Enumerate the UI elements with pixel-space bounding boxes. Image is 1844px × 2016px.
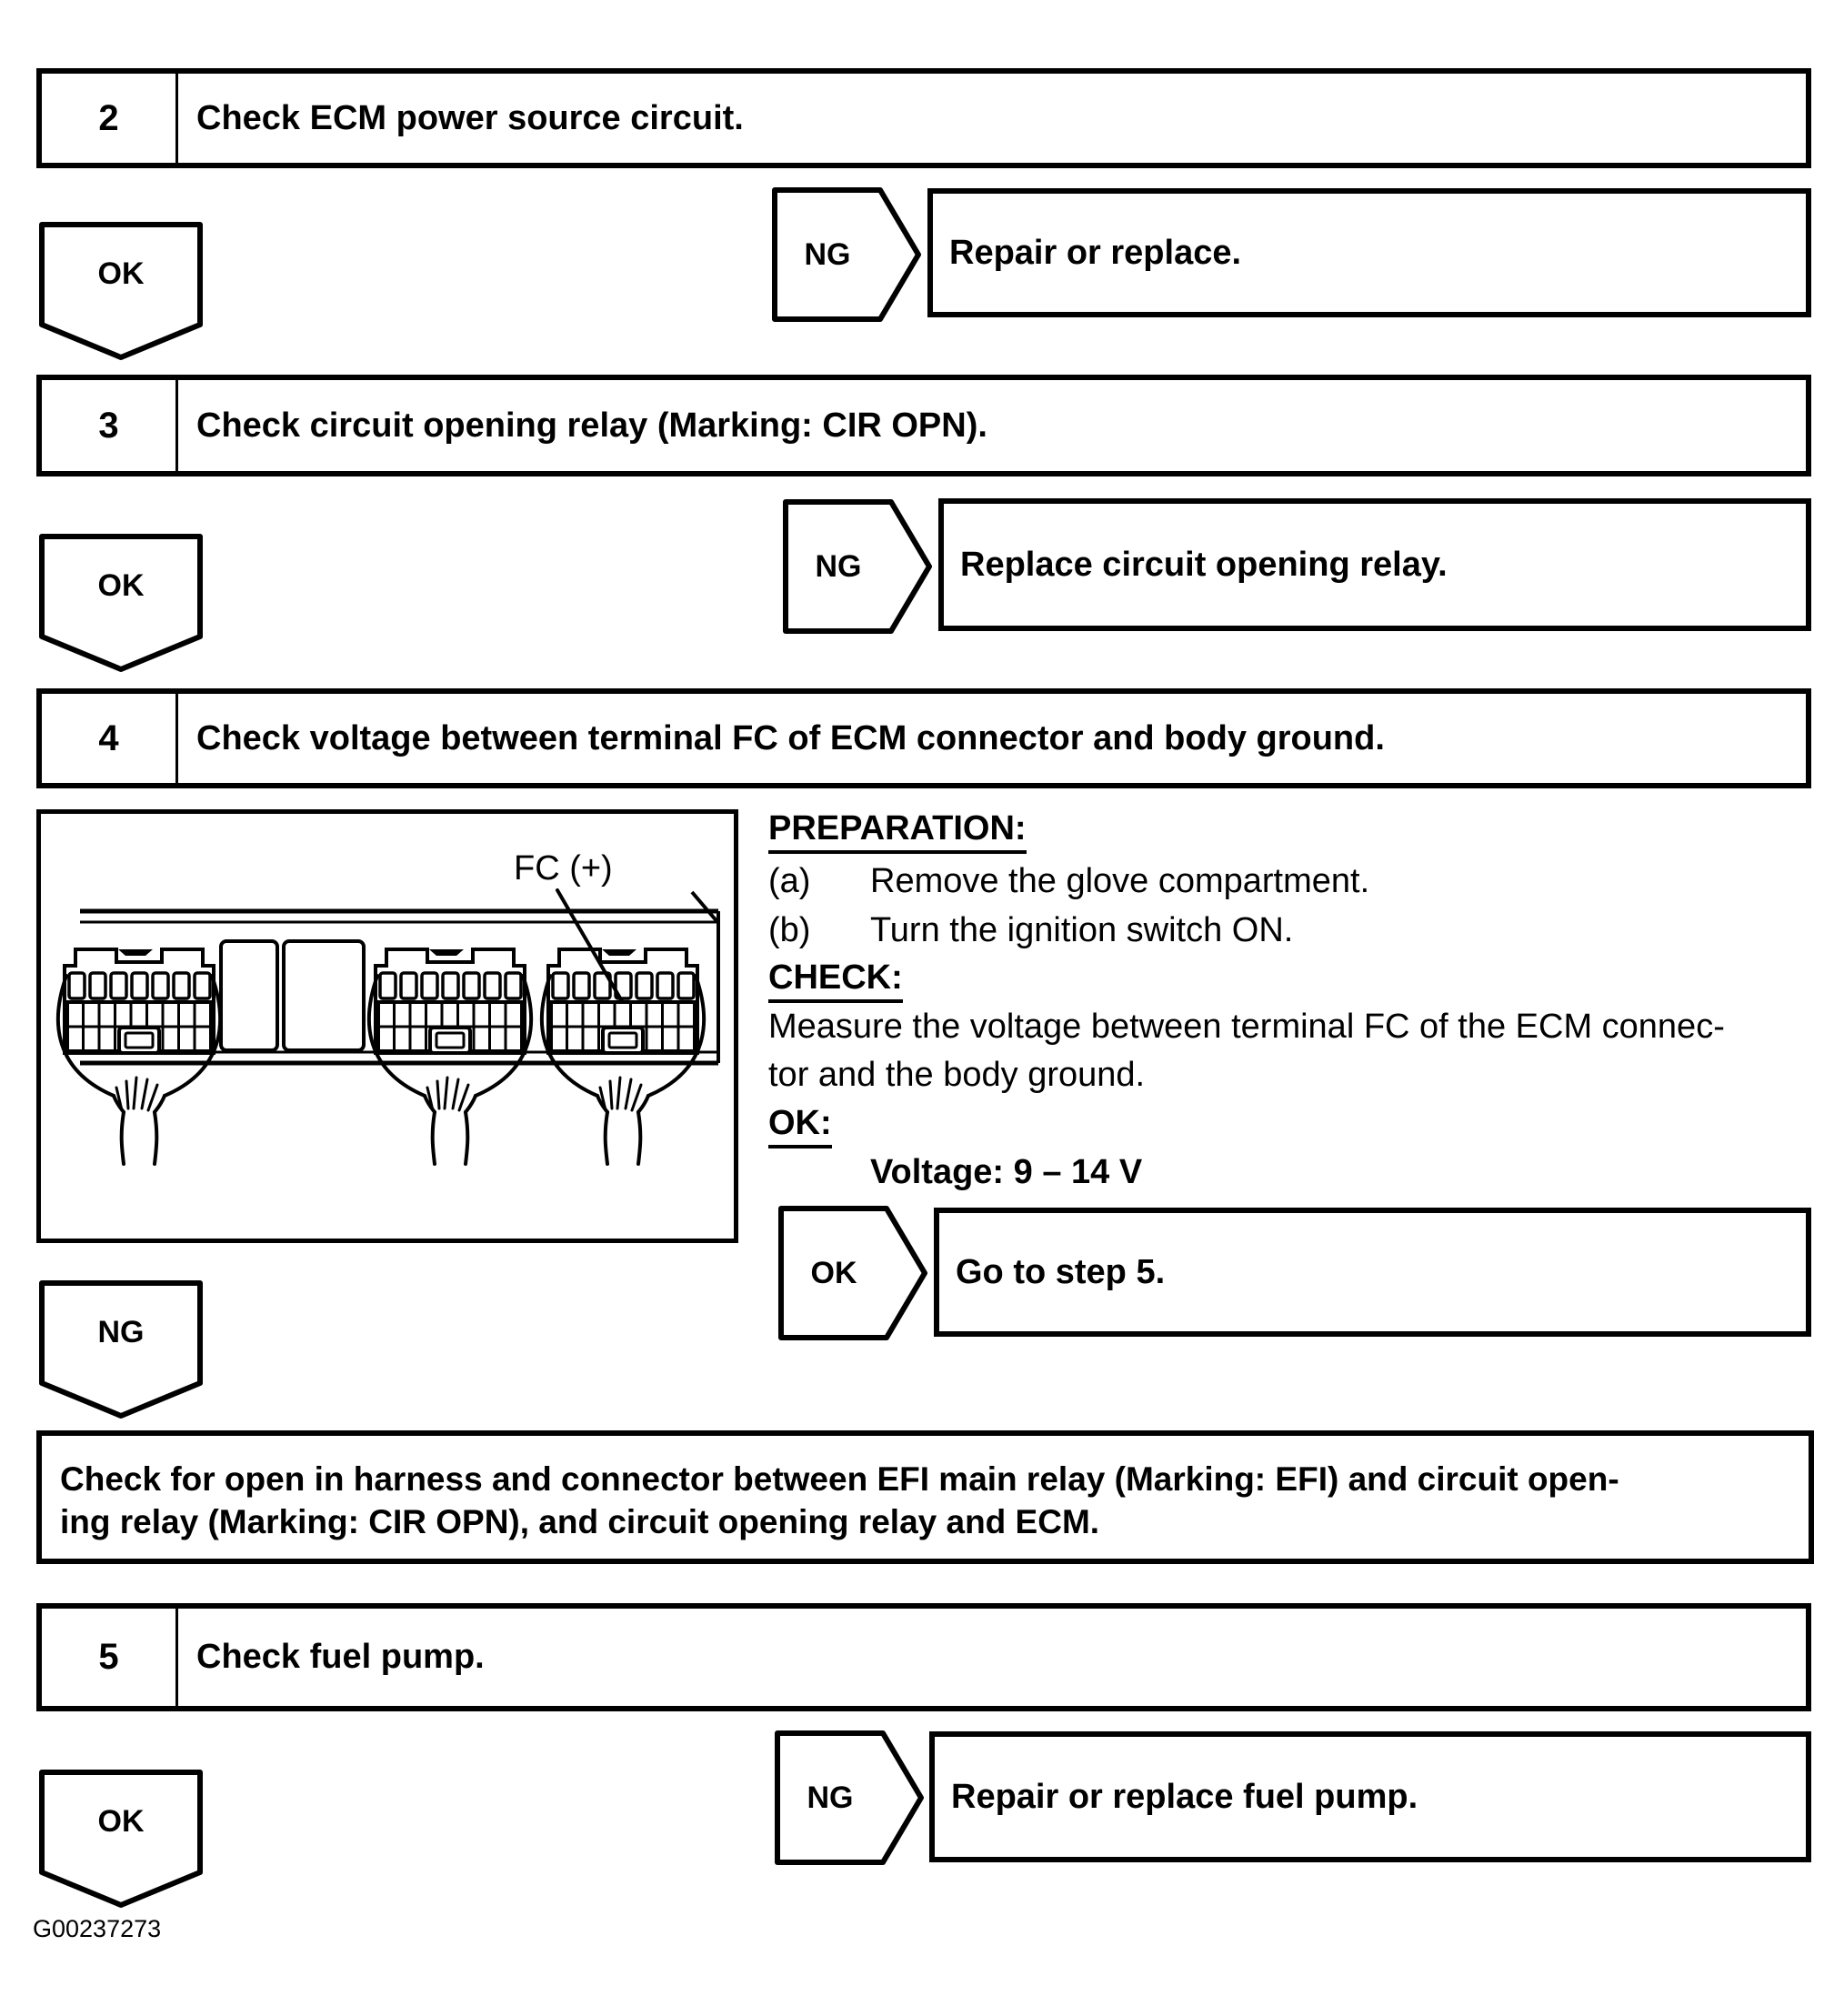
step-3-title: Check circuit opening relay (Marking: CI…: [196, 406, 987, 445]
ok-label: OK: [97, 567, 145, 603]
ng-down-pentagon-shape: [39, 1280, 203, 1419]
result-step4-ok: Go to step 5.: [934, 1208, 1811, 1337]
fc-leader-line: [556, 888, 624, 1003]
ok-arrow-step2: OK: [38, 221, 204, 361]
ok-spec-value: Voltage: 9 – 14 V: [870, 1153, 1143, 1191]
step-4-box: 4 Check voltage between terminal FC of E…: [36, 688, 1811, 788]
step-2-box: 2 Check ECM power source circuit.: [36, 68, 1811, 168]
ok-heading: OK:: [768, 1104, 832, 1148]
check-text-line2: tor and the body ground.: [768, 1056, 1146, 1094]
step-3-box: 3 Check circuit opening relay (Marking: …: [36, 375, 1811, 476]
ng-label: NG: [807, 1780, 854, 1815]
check-text-line1: Measure the voltage between terminal FC …: [768, 1008, 1725, 1046]
ng-arrow-step5: NG: [774, 1730, 925, 1866]
fc-terminal-label: FC (+): [514, 849, 613, 888]
item-b-label: (b): [768, 911, 811, 949]
ng-action-line2: ing relay (Marking: CIR OPN), and circui…: [60, 1503, 1100, 1540]
ok-heading-text: OK:: [768, 1104, 832, 1148]
figure-code: G00237273: [33, 1915, 162, 1942]
preparation-item-b: (b) Turn the ignition switch ON.: [768, 911, 1293, 950]
step-5-box: 5 Check fuel pump.: [36, 1603, 1811, 1711]
item-a-text: Remove the glove compartment.: [870, 862, 1370, 900]
step-2-title: Check ECM power source circuit.: [196, 98, 744, 137]
result-step2-ng: Repair or replace.: [927, 188, 1811, 317]
ok-label: OK: [97, 256, 145, 291]
check-heading-text: CHECK:: [768, 958, 903, 1003]
step-2-number: 2: [42, 74, 178, 163]
ng-label: NG: [97, 1314, 145, 1349]
ng-arrow-step2: NG: [771, 186, 922, 323]
preparation-item-a: (a) Remove the glove compartment.: [768, 862, 1369, 901]
ng-action-line1: Check for open in harness and connector …: [60, 1460, 1619, 1498]
ng-label: NG: [804, 236, 851, 272]
step-5-title: Check fuel pump.: [196, 1638, 485, 1676]
ok-label: OK: [810, 1255, 857, 1290]
step-4-title: Check voltage between terminal FC of ECM…: [196, 718, 1385, 757]
item-b-text: Turn the ignition switch ON.: [870, 911, 1294, 949]
ng-arrow-step4: NG: [38, 1279, 204, 1419]
ok-arrow-step5: OK: [38, 1769, 204, 1909]
check-heading: CHECK:: [768, 958, 903, 1003]
ok-arrow-step3: OK: [38, 533, 204, 673]
step-5-number: 5: [42, 1609, 178, 1706]
ok-arrow-step4: OK: [777, 1205, 928, 1341]
result-step5-ng: Repair or replace fuel pump.: [929, 1731, 1811, 1862]
ok-down-pentagon-shape: [39, 1770, 203, 1908]
ng-arrow-step3: NG: [782, 498, 933, 635]
ok-right-pentagon-shape: [778, 1206, 927, 1340]
ecm-connector-illustration: FC (+): [36, 809, 738, 1243]
step-4-number: 4: [42, 694, 178, 783]
preparation-heading-text: PREPARATION:: [768, 809, 1027, 854]
result-step3-ng: Replace circuit opening relay.: [938, 498, 1811, 631]
step-3-number: 3: [42, 380, 178, 471]
ok-down-pentagon-shape: [39, 222, 203, 360]
preparation-heading: PREPARATION:: [768, 809, 1027, 854]
ecm-connector-drawing: FC (+): [55, 849, 720, 1166]
ng-right-pentagon-shape: [772, 187, 921, 322]
ng-right-pentagon-shape: [775, 1730, 924, 1865]
ng-action-box: Check for open in harness and connector …: [36, 1430, 1814, 1564]
ng-label: NG: [815, 548, 862, 584]
ok-label: OK: [97, 1803, 145, 1839]
ng-right-pentagon-shape: [783, 499, 932, 634]
ok-down-pentagon-shape: [39, 534, 203, 672]
item-a-label: (a): [768, 862, 811, 900]
